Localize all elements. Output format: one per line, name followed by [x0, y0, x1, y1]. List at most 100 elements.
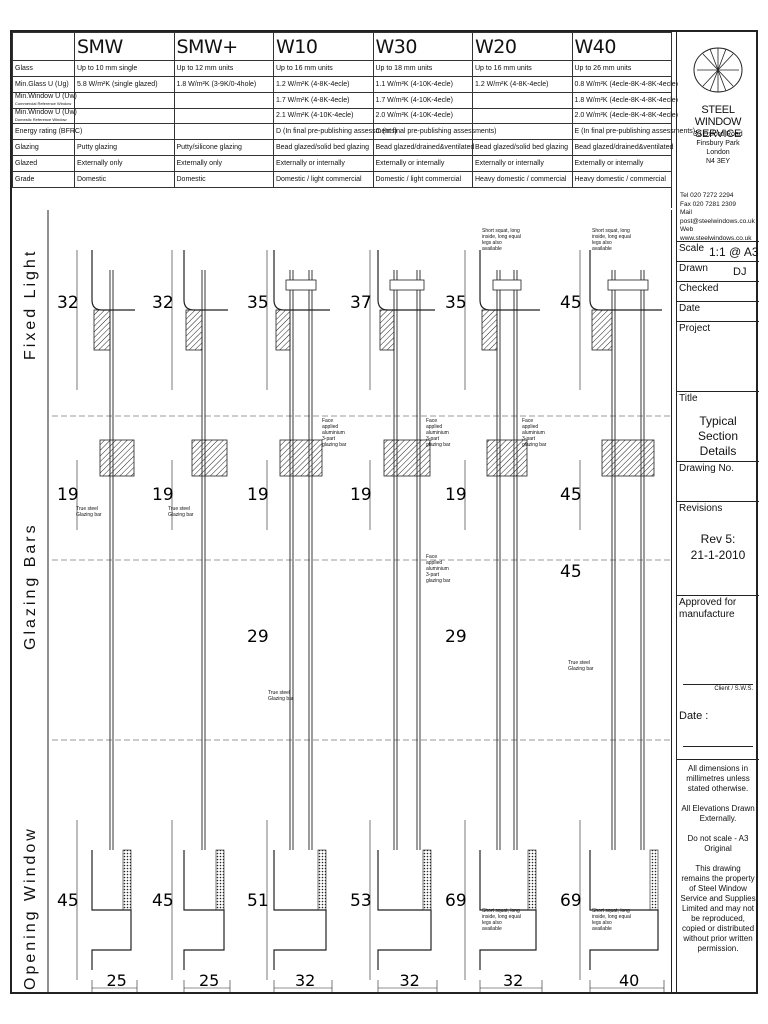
- spec-cell: Putty glazing: [74, 139, 175, 156]
- dimension-label: 45: [560, 562, 582, 582]
- section-drawing-svg: 3219452532194525351951323719533235196932…: [47, 210, 672, 994]
- profile-note: Short squat, long inside, long equal leg…: [592, 228, 631, 252]
- spacer-bar: [492, 279, 522, 291]
- weather-seal: [422, 849, 432, 911]
- spec-cell: 1.7 W/m²K (4-10K-4ecle): [372, 92, 473, 109]
- drawn-label: Drawn: [679, 263, 708, 274]
- dimension-label: 45: [57, 891, 79, 911]
- frame-profile: [183, 250, 228, 311]
- approval-row: Approved for manufacture Client / S.W.S.…: [677, 596, 759, 760]
- revision-date: 21-1-2010: [690, 548, 746, 562]
- dimension-label: 40: [619, 971, 639, 990]
- spec-cell: [472, 92, 573, 109]
- spacer-bar: [607, 279, 649, 291]
- spec-cell: Heavy domestic / commercial: [472, 171, 573, 188]
- dimension-label: 51: [247, 891, 269, 911]
- glazing-bar-note: Face applied aluminium 3-part glazing ba…: [322, 418, 346, 448]
- spec-cell: Externally only: [74, 155, 175, 172]
- dimension-label: 45: [152, 891, 174, 911]
- dimension-label: 32: [295, 971, 315, 990]
- glazing-bar-section: [601, 439, 655, 477]
- dimension-label: 35: [247, 293, 269, 313]
- spec-cell: 1.8 W/m²K (4ecle-8K-4-8K-4ecle): [571, 92, 678, 109]
- dimension-label: 19: [445, 485, 467, 505]
- spec-cell: Domestic / light commercial: [273, 171, 374, 188]
- dimension-label: 29: [445, 627, 467, 647]
- spec-cell: 2.1 W/m²K (4-10K-4ecle): [273, 107, 374, 124]
- revision-value: Rev 5:: [700, 532, 736, 546]
- spec-row-label-text: Glass: [15, 65, 33, 72]
- glazing-bead: [591, 309, 613, 351]
- spec-cell: 0.8 W/m²K (4ecle-8K-4-8K-4ecle): [571, 76, 678, 93]
- drawn-value: DJ: [733, 266, 747, 278]
- spec-row-label-text: Grade: [15, 176, 35, 183]
- opening-frame-profile: [183, 850, 225, 970]
- spec-row: Energy rating (BFRC)D (In final pre-publ…: [12, 123, 695, 140]
- spec-row-label: Glazing: [12, 139, 75, 156]
- steel-bar-note: True steel Glazing bar: [268, 690, 294, 702]
- opening-frame-profile: [589, 850, 659, 970]
- profile-note: Short squat, long inside, long equal leg…: [482, 908, 521, 932]
- spec-cell: 5.8 W/m²K (single glazed): [74, 76, 175, 93]
- spec-header-row: SMW SMW+ W10 W30 W20 W40: [12, 32, 672, 61]
- spec-cell: Up to 16 mm units: [472, 60, 573, 77]
- opening-frame-profile: [273, 850, 327, 970]
- spec-cell: Up to 16 mm units: [273, 60, 374, 77]
- spec-cell: Domestic / light commercial: [372, 171, 473, 188]
- glazing-bar-note-text: Face applied aluminium 3-part glazing ba…: [426, 418, 451, 448]
- revisions-row: Revisions Rev 5: 21-1-2010: [677, 502, 759, 596]
- dimension-label: 25: [107, 971, 127, 990]
- spec-cell: Up to 18 mm units: [372, 60, 473, 77]
- spec-row-label-text: Min.Window U (Uw): [15, 93, 77, 101]
- address-line: London: [706, 149, 730, 156]
- glazing-bead: [275, 309, 291, 351]
- spec-cell: 1.2 W/m²K (4-8K-4ecle): [472, 76, 573, 93]
- date-row: Date: [677, 302, 759, 322]
- weather-seal: [215, 849, 225, 911]
- profile-note: Short squat, long inside, long equal leg…: [482, 228, 521, 252]
- steel-bar-note: True steel Glazing bar: [568, 660, 594, 672]
- spec-row-label: Min.Glass U (Ug): [12, 76, 75, 93]
- spec-cell: 1.7 W/m²K (4-8K-4ecle): [273, 92, 374, 109]
- steel-bar-note-text: True steel Glazing bar: [76, 506, 102, 518]
- notes-block: All dimensions in millimetres unless sta…: [677, 760, 759, 994]
- frame-profile: [91, 250, 135, 311]
- spec-cell: Bead glazed/drained&ventilated: [571, 139, 673, 156]
- project-label: Project: [679, 323, 711, 334]
- title-row: Title Typical Section Details: [677, 392, 759, 462]
- opening-frame-profile: [377, 850, 432, 970]
- date-sign-label: Date :: [679, 710, 709, 722]
- email-text: Mail post@steelwindows.co.uk: [680, 209, 755, 225]
- dimension-label: 32: [152, 293, 174, 313]
- checked-label: Checked: [679, 283, 719, 294]
- profile-note-text: Short squat, long inside, long equal leg…: [482, 228, 521, 252]
- spec-cell: Bead glazed/solid bed glazing: [273, 139, 374, 156]
- spec-cell: 2.0 W/m²K (4-10K-4ecle): [372, 107, 473, 124]
- column-header: SMW: [74, 32, 175, 61]
- spec-cell: C (In final pre-publishing assessments): [372, 123, 497, 140]
- scale-value: 1:1 @ A3: [709, 245, 759, 259]
- spacer-bar: [285, 279, 317, 291]
- column-header: SMW+: [173, 32, 274, 61]
- address-line: Finsbury Park: [696, 140, 740, 147]
- company-block: STEEL WINDOW SERVICE 30 Oxford Road Fins…: [677, 32, 759, 242]
- spec-cell: [472, 107, 573, 124]
- spec-row-label-text: Min.Window U (Uw): [15, 108, 77, 116]
- dimension-label: 35: [445, 293, 467, 313]
- opening-frame-profile: [479, 850, 537, 970]
- side-label-glazing-bars: Glazing Bars: [22, 522, 39, 650]
- glazing-bar-note: Face applied aluminium 3-part glazing ba…: [426, 418, 451, 448]
- spec-cell: Up to 12 mm units: [173, 60, 274, 77]
- date-label: Date: [679, 303, 701, 314]
- spec-cell: Bead glazed/drained&ventilated: [372, 139, 474, 156]
- dimension-label: 53: [350, 891, 372, 911]
- spec-cell: [173, 92, 274, 109]
- spec-cell: Putty/silicone glazing: [173, 139, 274, 156]
- weather-seal: [122, 849, 132, 911]
- spec-cell: Externally only: [173, 155, 274, 172]
- dimension-label: 19: [247, 485, 269, 505]
- spec-row-label: Min.Window U (Uw)Commercial Reference Wi…: [12, 92, 77, 109]
